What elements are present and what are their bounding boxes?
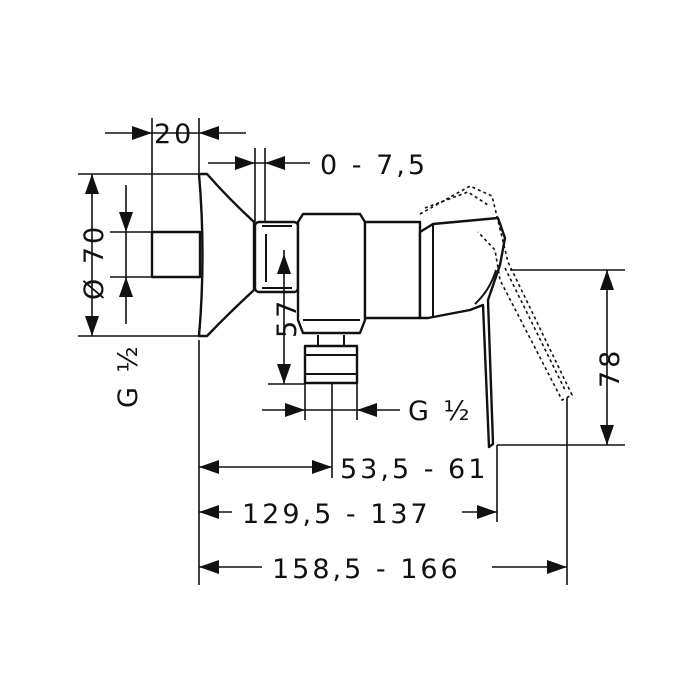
inlet-pipe bbox=[150, 230, 202, 279]
valve-neck bbox=[363, 220, 422, 320]
label-depth-mid: 129,5 - 137 bbox=[242, 499, 431, 530]
dimension-labels: 20 0 - 7,5 Ø 70 G ½ 57 G ½ 78 53,5 - 61 … bbox=[79, 119, 626, 585]
label-top-width: 20 bbox=[154, 119, 194, 150]
label-depth-short: 53,5 - 61 bbox=[340, 454, 488, 485]
label-outlet-thread: G ½ bbox=[408, 396, 473, 427]
label-depth-total: 158,5 - 166 bbox=[272, 554, 461, 585]
dimension-lines bbox=[85, 126, 614, 574]
valve-body bbox=[296, 212, 367, 335]
label-outlet-height: 57 bbox=[272, 298, 303, 338]
mixer-body bbox=[150, 172, 574, 449]
hex-nut bbox=[253, 220, 300, 294]
label-diameter: Ø 70 bbox=[79, 224, 110, 300]
handle-raised-position bbox=[419, 185, 574, 402]
label-offset-range: 0 - 7,5 bbox=[320, 150, 428, 181]
label-handle-height: 78 bbox=[595, 348, 626, 388]
cover-plate bbox=[197, 172, 256, 338]
label-inlet-thread: G ½ bbox=[113, 343, 144, 408]
outlet-fitting bbox=[303, 344, 359, 385]
